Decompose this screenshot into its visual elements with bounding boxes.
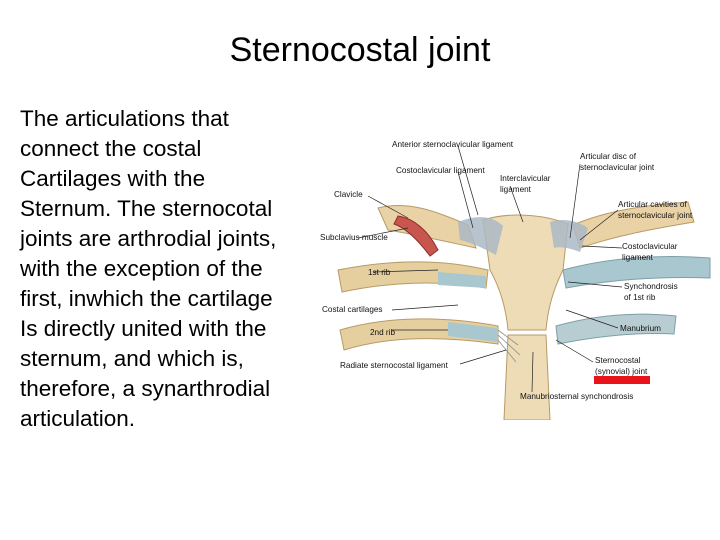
anatomy-drawing bbox=[337, 145, 711, 420]
body-line: first, inwhich the cartilage bbox=[20, 286, 273, 311]
label-costoclavicular-right-1: Costoclavicular bbox=[622, 242, 678, 251]
label-first-rib: 1st rib bbox=[368, 268, 391, 277]
label-radiate-ligament: Radiate sternocostal ligament bbox=[340, 361, 448, 370]
label-costal-cartilages: Costal cartilages bbox=[322, 305, 383, 314]
label-second-rib: 2nd rib bbox=[370, 328, 396, 337]
label-synchondrosis-2: of 1st rib bbox=[624, 293, 656, 302]
leader-lines bbox=[357, 145, 623, 393]
highlight-underline bbox=[594, 376, 650, 384]
label-sternocostal-2: (synovial) joint bbox=[595, 367, 648, 376]
label-articular-disc-2: sternoclavicular joint bbox=[580, 163, 655, 172]
label-clavicle: Clavicle bbox=[334, 190, 363, 199]
body-line: Is directly united with the bbox=[20, 316, 267, 341]
label-subclavius-muscle: Subclavius muscle bbox=[320, 233, 388, 242]
label-articular-disc-1: Articular disc of bbox=[580, 152, 636, 161]
sternum-body-shape bbox=[503, 334, 551, 420]
body-text: The articulations that connect the costa… bbox=[20, 104, 330, 434]
label-manubriosternal: Manubriosternal synchondrosis bbox=[520, 392, 634, 401]
body-line: Cartilages with the bbox=[20, 166, 206, 191]
subclavius-muscle-shape bbox=[393, 215, 439, 257]
right-second-rib-shape bbox=[555, 313, 677, 345]
label-costoclavicular-right-2: ligament bbox=[622, 253, 653, 262]
body-line: with the exception of the bbox=[20, 256, 263, 281]
label-interclavicular-1: Interclavicular bbox=[500, 174, 551, 183]
radiate-ligament-lines bbox=[497, 329, 521, 363]
body-line: Sternum. The sternocotal bbox=[20, 196, 273, 221]
ligament-left-shape bbox=[458, 217, 503, 255]
body-line: sternum, and which is, bbox=[20, 346, 244, 371]
right-clavicle-shape bbox=[572, 201, 695, 249]
body-line: articulation. bbox=[20, 406, 136, 431]
body-line: The articulations that bbox=[20, 106, 229, 131]
label-manubrium: Manubrium bbox=[620, 324, 661, 333]
label-costoclavicular-ligament-top: Costoclavicular ligament bbox=[396, 166, 485, 175]
label-interclavicular-2: ligament bbox=[500, 185, 531, 194]
left-costal-cartilage-2-shape bbox=[448, 322, 498, 342]
slide-title: Sternocostal joint bbox=[229, 31, 491, 69]
body-line: joints are arthrodial joints, bbox=[20, 226, 277, 251]
manubrium-shape bbox=[482, 214, 569, 331]
body-line: connect the costal bbox=[20, 136, 202, 161]
ligament-right-shape bbox=[550, 220, 588, 252]
sternocostal-joint-illustration: Anterior sternoclavicular ligament Costo… bbox=[318, 130, 720, 420]
left-clavicle-shape bbox=[377, 204, 477, 249]
label-articular-cavities-2: sternoclavicular joint bbox=[618, 211, 693, 220]
label-anterior-sternoclavicular-ligament: Anterior sternoclavicular ligament bbox=[392, 140, 514, 149]
label-sternocostal-1: Sternocostal bbox=[595, 356, 641, 365]
right-first-rib-shape bbox=[562, 256, 711, 289]
left-costal-cartilage-shape bbox=[438, 272, 486, 288]
label-synchondrosis-1: Synchondrosis bbox=[624, 282, 678, 291]
body-line: therefore, a synarthrodial bbox=[20, 376, 271, 401]
label-articular-cavities-1: Articular cavities of bbox=[618, 200, 687, 209]
